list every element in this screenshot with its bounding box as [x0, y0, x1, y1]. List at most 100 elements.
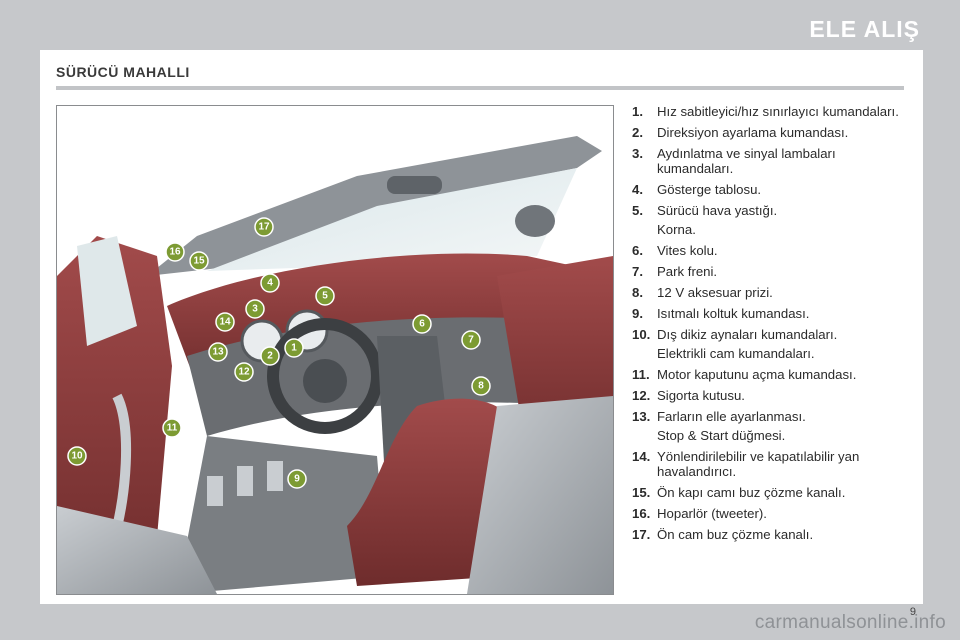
callout-marker: 11: [162, 418, 182, 438]
legend-text: Ön kapı camı buz çözme kanalı.: [657, 485, 846, 500]
legend-number: 1.: [632, 104, 643, 119]
callout-circle: [165, 242, 185, 262]
legend-item: 4. Gösterge tablosu.: [632, 182, 912, 197]
legend-number: 10.: [632, 327, 651, 342]
callout-circle: [208, 342, 228, 362]
callout-circle: [234, 362, 254, 382]
callout-label: 14: [219, 317, 231, 328]
door-window: [77, 236, 137, 346]
legend-text: Dış dikiz aynaları kumandaları.: [657, 327, 838, 342]
steering-hub: [303, 359, 347, 403]
legend-text: Sigorta kutusu.: [657, 388, 745, 403]
legend-item: 11. Motor kaputunu açma kumandası.: [632, 367, 912, 382]
watermark: carmanualsonline.info: [754, 612, 946, 633]
callout-circle: [162, 418, 182, 438]
footwell: [177, 436, 387, 594]
car-body-right: [467, 396, 613, 594]
callout-marker: 14: [215, 312, 235, 332]
callout-circle: [412, 314, 432, 334]
legend-item: 5. Sürücü hava yastığı. Korna.: [632, 203, 912, 237]
callout-label: 2: [267, 351, 273, 362]
legend-item: 14.Yönlendirilebilir ve kapatılabilir ya…: [632, 449, 912, 479]
callout-label: 5: [322, 291, 328, 302]
callout-label: 10: [71, 451, 83, 462]
callout-label: 17: [258, 222, 270, 233]
side-mirror: [515, 205, 555, 237]
legend-text: Hoparlör (tweeter).: [657, 506, 767, 521]
legend-item: 8. 12 V aksesuar prizi.: [632, 285, 912, 300]
legend-text: Stop & Start düğmesi.: [657, 428, 786, 443]
title-divider: [56, 86, 904, 90]
callout-marker: 7: [461, 330, 481, 350]
legend-number: 8.: [632, 285, 643, 300]
legend-number: 4.: [632, 182, 643, 197]
callout-marker: 17: [254, 217, 274, 237]
legend-number: 15.: [632, 485, 651, 500]
legend-text: Sürücü hava yastığı.: [657, 203, 778, 218]
component-legend: 1. Hız sabitleyici/hız sınırlayıcı kumand…: [632, 104, 912, 548]
callout-circle: [245, 299, 265, 319]
legend-text: Ön cam buz çözme kanalı.: [657, 527, 814, 542]
legend-number: 17.: [632, 527, 651, 542]
callout-marker: 15: [189, 251, 209, 271]
callout-marker: 4: [260, 273, 280, 293]
legend-text: 12 V aksesuar prizi.: [657, 285, 773, 300]
legend-item: 1. Hız sabitleyici/hız sınırlayıcı kumand…: [632, 104, 912, 119]
legend-number: 11.: [632, 367, 650, 382]
page-content: SÜRÜCÜ MAHALLI: [40, 50, 923, 604]
callout-circle: [260, 273, 280, 293]
legend-item: 16.Hoparlör (tweeter).: [632, 506, 912, 521]
legend-number: 14.: [632, 449, 651, 464]
callout-circle: [260, 346, 280, 366]
pedal: [237, 466, 253, 496]
legend-number: 9.: [632, 306, 643, 321]
callout-label: 1: [291, 343, 297, 354]
legend-item: 10.Dış dikiz aynaları kumandaları.Elektr…: [632, 327, 912, 361]
callout-circle: [254, 217, 274, 237]
steering-wheel: [267, 318, 383, 434]
callout-marker: 16: [165, 242, 185, 262]
legend-text: Direksiyon ayarlama kumandası.: [657, 125, 849, 140]
legend-number: 2.: [632, 125, 643, 140]
callout-circle: [284, 338, 304, 358]
legend-item: 12. Sigorta kutusu.: [632, 388, 912, 403]
legend-text: Korna.: [657, 222, 696, 237]
callout-marker: 8: [471, 376, 491, 396]
legend-number: 12.: [632, 388, 651, 403]
page-header-title: ELE ALIŞ: [809, 16, 920, 42]
legend-text: Vites kolu.: [657, 243, 718, 258]
legend-text: Farların elle ayarlanması.: [657, 409, 806, 424]
callout-label: 16: [169, 247, 181, 258]
page-number: 9: [909, 606, 916, 618]
callout-circle: [189, 251, 209, 271]
pedal: [267, 461, 283, 491]
legend-number: 3.: [632, 146, 643, 161]
legend-number: 5.: [632, 203, 643, 218]
legend-item: 13.Farların elle ayarlanması.Stop & Star…: [632, 409, 912, 443]
windshield-frame: [147, 136, 602, 276]
legend-item: 6.Vites kolu.: [632, 243, 912, 258]
callout-label: 3: [252, 304, 258, 315]
callout-label: 13: [212, 347, 224, 358]
legend-text: Motor kaputunu açma kumandası.: [657, 367, 857, 382]
legend-item: 7. Park freni.: [632, 264, 912, 279]
legend-item: 3. Aydınlatma ve sinyal lambaları kumanda…: [632, 146, 912, 176]
callout-label: 9: [294, 474, 300, 485]
legend-text: Aydınlatma ve sinyal lambaları kumandala…: [657, 146, 836, 176]
section-title: SÜRÜCÜ MAHALLI: [56, 64, 190, 80]
legend-text: Park freni.: [657, 264, 718, 279]
callout-marker: 13: [208, 342, 228, 362]
pedal: [207, 476, 223, 506]
legend-text: Gösterge tablosu.: [657, 182, 762, 197]
callout-marker: 5: [315, 286, 335, 306]
callout-marker: 2: [260, 346, 280, 366]
legend-text: Hız sabitleyici/hız sınırlayıcı kumandal…: [657, 104, 899, 119]
callout-label: 12: [238, 367, 250, 378]
callout-label: 7: [468, 335, 474, 346]
windshield-glass: [207, 168, 577, 271]
legend-number: 7.: [632, 264, 643, 279]
callout-marker: 3: [245, 299, 265, 319]
callout-marker: 1: [284, 338, 304, 358]
callout-circle: [315, 286, 335, 306]
